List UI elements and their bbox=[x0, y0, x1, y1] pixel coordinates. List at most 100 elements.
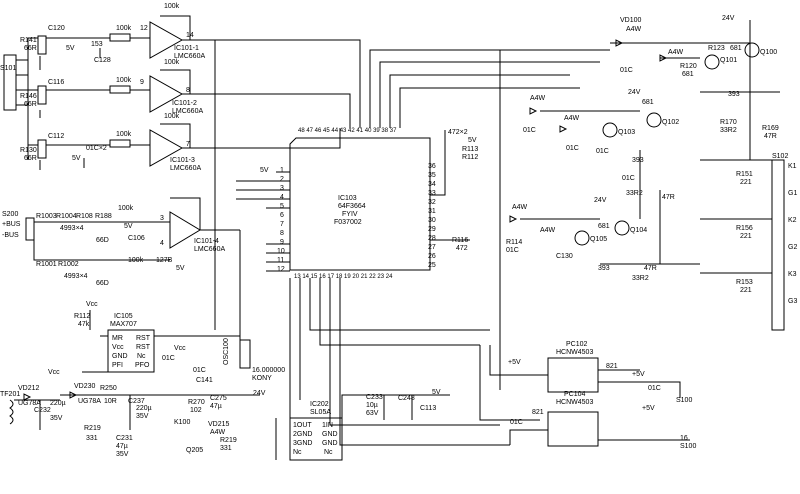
optocoupler-section: PC102 HCNW4503 821 +5V 01C S100 PC104 HC… bbox=[479, 341, 696, 450]
c231-voltage: 35V bbox=[116, 451, 129, 458]
p5v-label-c: +5V bbox=[508, 359, 521, 366]
c275-value: 47µ bbox=[210, 403, 222, 410]
vcc-label-c: Vcc bbox=[174, 345, 186, 352]
v24-label-b: 24V bbox=[722, 15, 735, 22]
s100-label-b: S100 bbox=[680, 443, 696, 450]
ic105-pin-pfi: PFI bbox=[112, 362, 123, 369]
ic105-label: IC105 bbox=[114, 313, 133, 320]
r130-resistor bbox=[37, 139, 47, 159]
pc102-label: PC102 bbox=[566, 341, 588, 348]
s100-label-a: S100 bbox=[676, 397, 692, 404]
ic103-part: 64F3664 bbox=[338, 203, 366, 210]
c116-label: C116 bbox=[48, 79, 64, 86]
r250-value: 10R bbox=[104, 398, 117, 405]
ic202-part: SL05A bbox=[310, 409, 331, 416]
a4w-label-a: A4W bbox=[668, 49, 684, 56]
r100k-d-label: 100k bbox=[164, 3, 180, 10]
ic103-pins-right-group: 36 35 34 33 32 31 30 29 28 27 26 25 bbox=[428, 163, 436, 269]
c127-label: 127B bbox=[156, 257, 173, 264]
ic101-2-part: LMC660A bbox=[172, 108, 203, 115]
r393-label-b: 393 bbox=[632, 157, 644, 164]
diode-a4w-b bbox=[529, 107, 538, 115]
r100k-g-label: 100k bbox=[128, 257, 144, 264]
a4w-label-d: A4W bbox=[512, 204, 528, 211]
op-amp-ic101-2 bbox=[149, 75, 184, 113]
ic103-label: IC103 bbox=[338, 195, 357, 202]
r151-label: R151 bbox=[736, 171, 753, 178]
r821-label-b: 821 bbox=[532, 409, 544, 416]
r112-value: 47k bbox=[78, 321, 90, 328]
p5v-label-a: +5V bbox=[632, 371, 645, 378]
q101-label: Q101 bbox=[720, 57, 737, 64]
pin-g3: G3 bbox=[788, 298, 797, 305]
ic103-pin-l6: 6 bbox=[280, 212, 284, 219]
r472x2-label: 472×2 bbox=[448, 129, 468, 136]
s102-label: S102 bbox=[772, 153, 788, 160]
r66a-label: 66D bbox=[96, 237, 109, 244]
ic105-pin-gnd: GND bbox=[112, 353, 128, 360]
ic202-pin-1in: 1IN bbox=[322, 422, 333, 429]
ic103-pin-r26: 26 bbox=[428, 253, 436, 260]
r112-label: R112 bbox=[74, 313, 90, 320]
q104-transistor bbox=[614, 220, 630, 236]
ic202-pin-gnd2: GND bbox=[322, 431, 338, 438]
c233-label: C233 bbox=[366, 394, 383, 401]
pc102-optocoupler bbox=[547, 357, 599, 393]
c141-label: C141 bbox=[196, 377, 213, 384]
c233-voltage: 63V bbox=[366, 410, 379, 417]
k100-label: K100 bbox=[174, 419, 190, 426]
r100k-h-label: 100k bbox=[118, 205, 134, 212]
c233-value: 10µ bbox=[366, 402, 378, 409]
crystal-osc100 bbox=[239, 339, 251, 369]
c01c-label-j: 01C bbox=[510, 419, 523, 426]
tf201-transformer bbox=[9, 399, 14, 425]
ic101-1-part: LMC660A bbox=[174, 53, 205, 60]
q104-label: Q104 bbox=[630, 227, 647, 234]
op-amp-ic101-1 bbox=[149, 21, 184, 59]
r146-value: 66R bbox=[24, 101, 37, 108]
q105-label: Q105 bbox=[590, 236, 607, 243]
c01c2-label: 01C×2 bbox=[86, 145, 107, 152]
r156-label: R156 bbox=[736, 225, 753, 232]
v5-label-d: 5V bbox=[124, 223, 133, 230]
r393-label-a: 393 bbox=[728, 91, 740, 98]
ic105-pin-pfo: PFO bbox=[135, 362, 150, 369]
ic103-pin-l7: 7 bbox=[280, 221, 284, 228]
reset-supervisor-section: Vcc R112 47k Vcc Vcc IC105 MAX707 MR Vcc… bbox=[48, 301, 285, 384]
r112b-label: R112 bbox=[462, 154, 478, 161]
ic202-pin-nc2: Nc bbox=[324, 449, 333, 456]
ic103-pin-l10: 10 bbox=[277, 248, 285, 255]
vcc-label-a: Vcc bbox=[86, 301, 98, 308]
r108-label: R108 bbox=[76, 213, 93, 220]
vd215-part: A4W bbox=[210, 429, 226, 436]
r393-label-c: 393 bbox=[598, 265, 610, 272]
pin-g1: G1 bbox=[788, 190, 797, 197]
ic105-pin-nc: Nc bbox=[137, 353, 146, 360]
a4w-label-c: A4W bbox=[564, 115, 580, 122]
r120-value: 681 bbox=[682, 71, 694, 78]
ic202-label: IC202 bbox=[310, 401, 329, 408]
r153-label: R153 bbox=[736, 279, 753, 286]
ic105-pin-mr: MR bbox=[112, 335, 123, 342]
ic103-pin-l3: 3 bbox=[280, 185, 284, 192]
r116-value: 472 bbox=[456, 245, 468, 252]
diode-a4w-c bbox=[559, 125, 568, 133]
v5-label-f: 5V bbox=[260, 167, 269, 174]
output-driver-section: VD100 A4W 01C A4W 24V R123 681 Q100 R120… bbox=[499, 15, 797, 390]
q101-transistor bbox=[704, 54, 720, 70]
c106-label: C106 bbox=[128, 235, 145, 242]
ic103-pin-l11: 11 bbox=[277, 257, 284, 264]
pc104-label: PC104 bbox=[564, 391, 586, 398]
ic103-chip bbox=[289, 137, 431, 271]
r130-value: 66R bbox=[24, 155, 37, 162]
v24-label-d: 24V bbox=[594, 197, 607, 204]
ic101-4-part: LMC660A bbox=[194, 246, 225, 253]
c120-label: C120 bbox=[48, 25, 65, 32]
c231-value: 47µ bbox=[116, 443, 128, 450]
ic103-pin-l5: 5 bbox=[280, 203, 284, 210]
c01c-label-h: 01C bbox=[506, 247, 519, 254]
v24-label-a: 24V bbox=[253, 390, 266, 397]
ic105-pin-vcc: Vcc bbox=[112, 344, 124, 351]
r120-label: R120 bbox=[680, 63, 697, 70]
c128-label: C128 bbox=[94, 57, 111, 64]
